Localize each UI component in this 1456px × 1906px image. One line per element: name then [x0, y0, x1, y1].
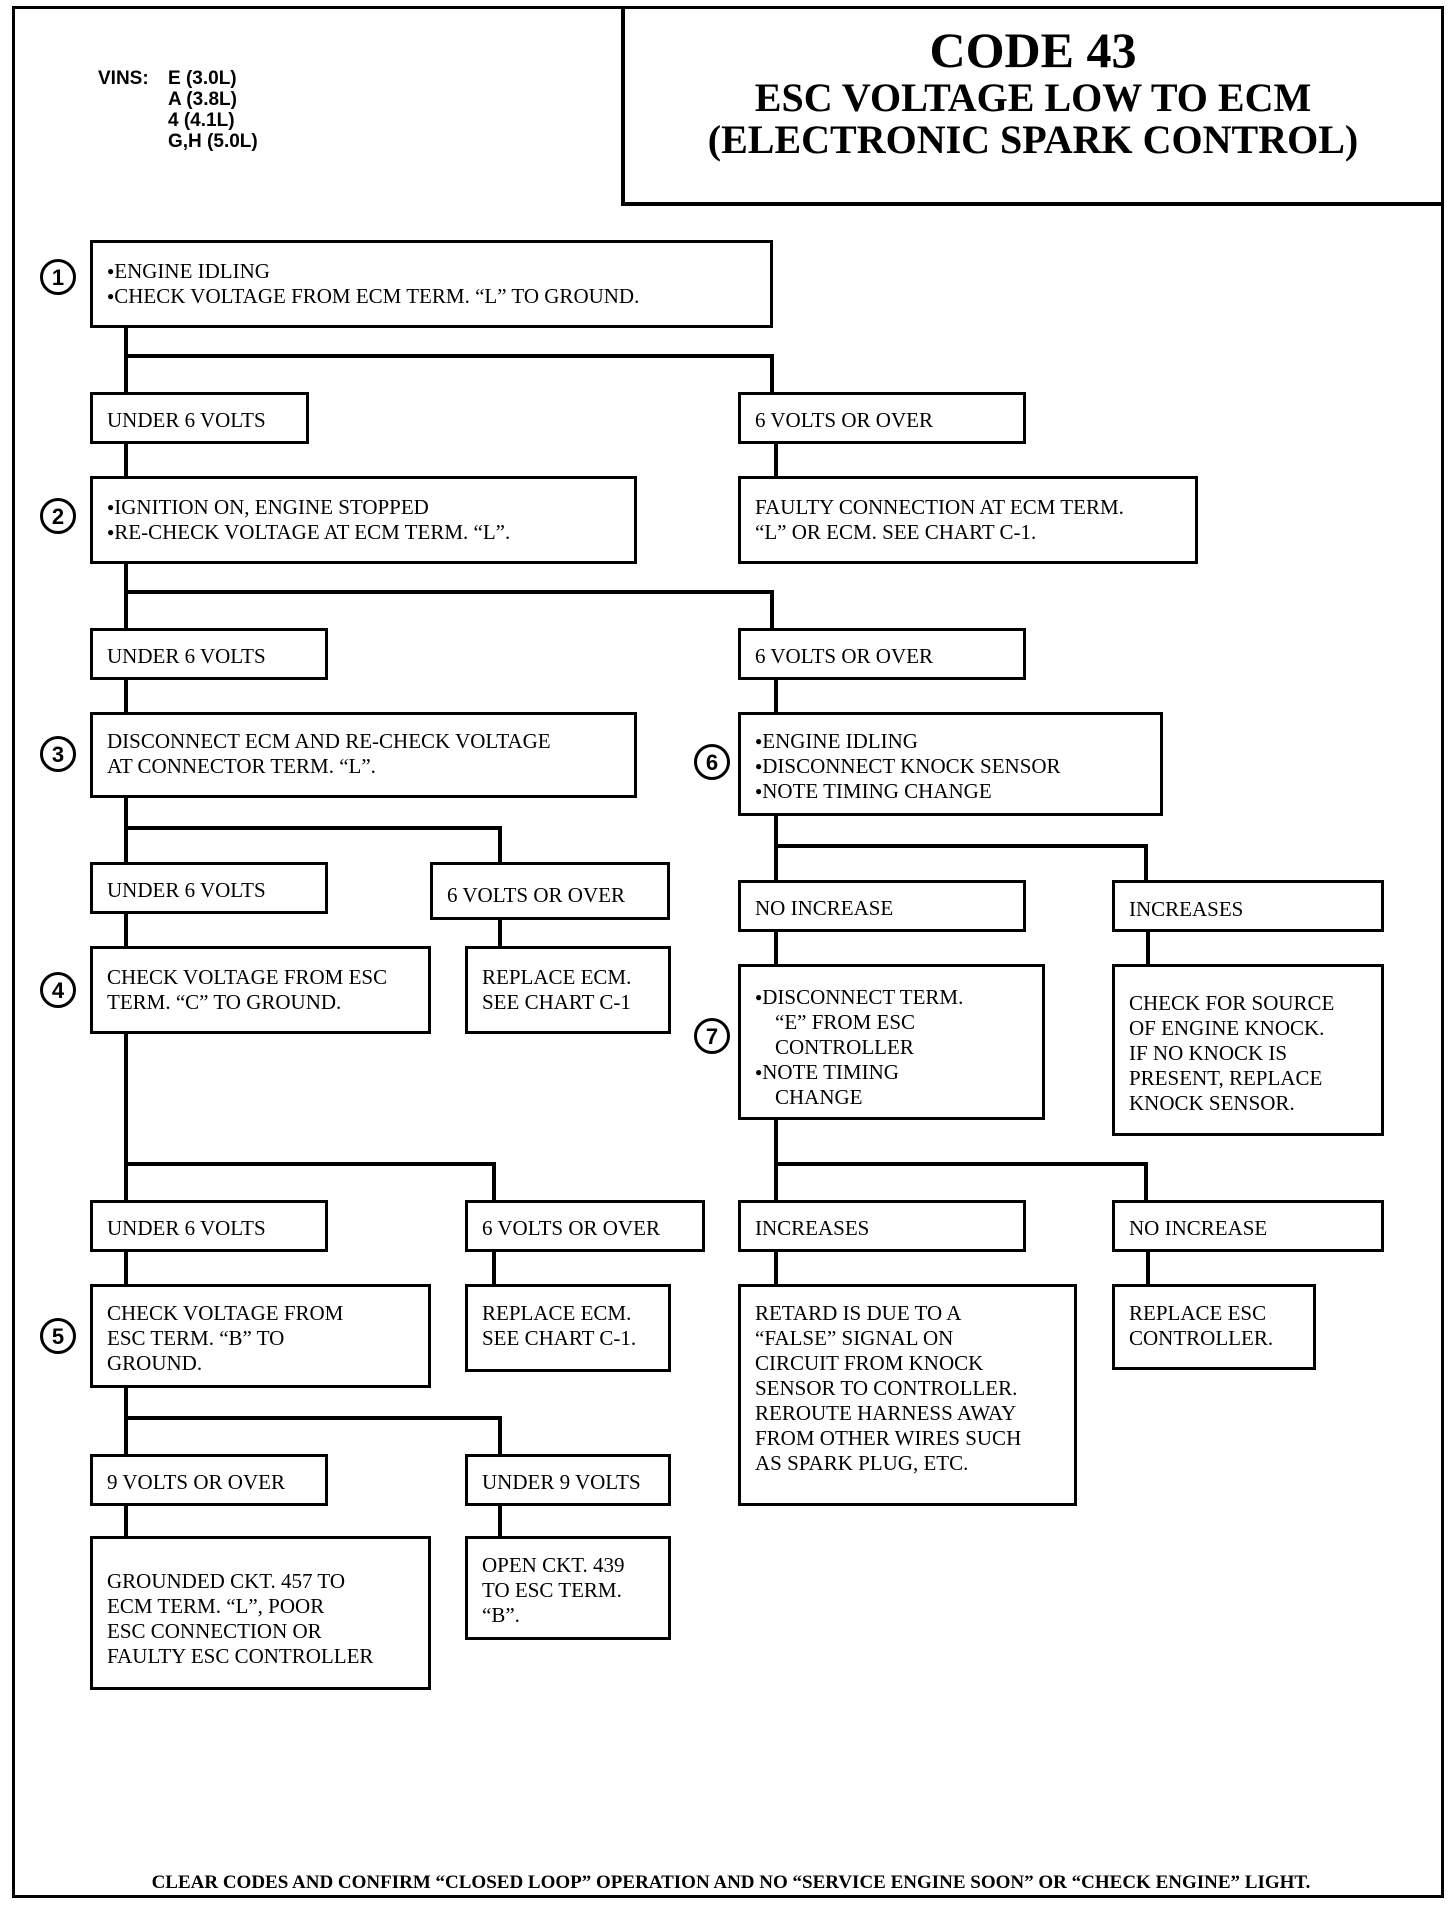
step-3-text: DISCONNECT ECM AND RE-CHECK VOLTAGE [107, 729, 551, 753]
result-text: ESC CONNECTION OR [107, 1619, 322, 1643]
step-7-text: “E” FROM ESC [775, 1010, 916, 1034]
branch-6-volts-or-over: 6 VOLTS OR OVER [430, 862, 670, 920]
result-text: “FALSE” SIGNAL ON [755, 1326, 954, 1350]
result-text: SENSOR TO CONTROLLER. [755, 1376, 1018, 1400]
step-6-text: ENGINE IDLING [755, 729, 1146, 754]
step-number-7: 7 [694, 1018, 730, 1054]
result-replace-ecm: REPLACE ECM. SEE CHART C-1 [465, 946, 671, 1034]
result-retard-false-signal: RETARD IS DUE TO A “FALSE” SIGNAL ON CIR… [738, 1284, 1077, 1506]
step-number-3: 3 [40, 736, 76, 772]
result-replace-esc-controller: REPLACE ESC CONTROLLER. [1112, 1284, 1316, 1370]
step-5-text: ESC TERM. “B” TO [107, 1326, 285, 1350]
step-2-text: IGNITION ON, ENGINE STOPPED [107, 495, 620, 520]
branch-no-increase: NO INCREASE [738, 880, 1026, 932]
result-text: CHECK FOR SOURCE [1129, 991, 1335, 1015]
step-1-box: ENGINE IDLING CHECK VOLTAGE FROM ECM TER… [90, 240, 773, 328]
result-text: RETARD IS DUE TO A [755, 1301, 962, 1325]
result-text: REPLACE ESC [1129, 1301, 1267, 1325]
step-4-text: TERM. “C” TO GROUND. [107, 990, 342, 1014]
result-text: CONTROLLER. [1129, 1326, 1274, 1350]
result-text: REPLACE ECM. [482, 1301, 632, 1325]
result-text: “B”. [482, 1603, 520, 1627]
result-text: CIRCUIT FROM KNOCK [755, 1351, 984, 1375]
step-4-box: CHECK VOLTAGE FROM ESC TERM. “C” TO GROU… [90, 946, 431, 1034]
result-text: REROUTE HARNESS AWAY [755, 1401, 1017, 1425]
vin-entry: E (3.0L) [168, 68, 237, 89]
result-text: “L” OR ECM. SEE CHART C-1. [755, 520, 1037, 544]
step-number-4: 4 [40, 972, 76, 1008]
step-2-text: RE-CHECK VOLTAGE AT ECM TERM. “L”. [107, 520, 620, 545]
step-7-box: DISCONNECT TERM. “E” FROM ESC CONTROLLER… [738, 964, 1045, 1120]
step-2-box: IGNITION ON, ENGINE STOPPED RE-CHECK VOL… [90, 476, 637, 564]
branch-increases: INCREASES [738, 1200, 1026, 1252]
branch-6-volts-or-over: 6 VOLTS OR OVER [738, 392, 1026, 444]
result-text: KNOCK SENSOR. [1129, 1091, 1295, 1115]
footer-instruction: CLEAR CODES AND CONFIRM “CLOSED LOOP” OP… [151, 1872, 1311, 1893]
result-text: PRESENT, REPLACE [1129, 1066, 1323, 1090]
result-text: TO ESC TERM. [482, 1578, 622, 1602]
result-text: AS SPARK PLUG, ETC. [755, 1451, 969, 1475]
chart-title-box: CODE 43 ESC VOLTAGE LOW TO ECM (ELECTRON… [621, 6, 1444, 206]
chart-title-line1: ESC VOLTAGE LOW TO ECM [754, 75, 1312, 120]
vin-entry: 4 (4.1L) [168, 110, 235, 131]
step-number-6: 6 [694, 744, 730, 780]
step-6-text: DISCONNECT KNOCK SENSOR [755, 754, 1146, 779]
branch-under-9-volts: UNDER 9 VOLTS [465, 1454, 671, 1506]
result-text: IF NO KNOCK IS [1129, 1041, 1288, 1065]
chart-title-line2: (ELECTRONIC SPARK CONTROL) [707, 117, 1359, 162]
vin-list: VINS: E (3.0L) A (3.8L) 4 (4.1L) G,H (5.0… [98, 68, 258, 152]
result-text: SEE CHART C-1. [482, 1326, 637, 1350]
vins-label: VINS: [98, 68, 149, 89]
branch-9-volts-or-over: 9 VOLTS OR OVER [90, 1454, 328, 1506]
step-7-text: DISCONNECT TERM. [755, 985, 1028, 1010]
step-number-2: 2 [40, 498, 76, 534]
step-3-text: AT CONNECTOR TERM. “L”. [107, 754, 376, 778]
step-6-text: NOTE TIMING CHANGE [755, 779, 1146, 804]
branch-increases: INCREASES [1112, 880, 1384, 932]
result-text: GROUNDED CKT. 457 TO [107, 1569, 346, 1593]
step-3-box: DISCONNECT ECM AND RE-CHECK VOLTAGE AT C… [90, 712, 637, 798]
result-text: ECM TERM. “L”, POOR [107, 1594, 325, 1618]
step-4-text: CHECK VOLTAGE FROM ESC [107, 965, 388, 989]
result-faulty-connection: FAULTY CONNECTION AT ECM TERM. “L” OR EC… [738, 476, 1198, 564]
result-text: SEE CHART C-1 [482, 990, 631, 1014]
step-7-text: CONTROLLER [775, 1035, 914, 1059]
result-grounded-circuit: GROUNDED CKT. 457 TO ECM TERM. “L”, POOR… [90, 1536, 431, 1690]
branch-under-6-volts: UNDER 6 VOLTS [90, 628, 328, 680]
result-replace-ecm: REPLACE ECM. SEE CHART C-1. [465, 1284, 671, 1372]
step-1-text: ENGINE IDLING [107, 259, 756, 284]
step-number-5: 5 [40, 1318, 76, 1354]
step-6-box: ENGINE IDLING DISCONNECT KNOCK SENSOR NO… [738, 712, 1163, 816]
branch-under-6-volts: UNDER 6 VOLTS [90, 1200, 328, 1252]
result-check-knock-source: CHECK FOR SOURCE OF ENGINE KNOCK. IF NO … [1112, 964, 1384, 1136]
branch-6-volts-or-over: 6 VOLTS OR OVER [465, 1200, 705, 1252]
result-text: FROM OTHER WIRES SUCH [755, 1426, 1022, 1450]
branch-under-6-volts: UNDER 6 VOLTS [90, 392, 309, 444]
vin-entry: G,H (5.0L) [168, 131, 258, 152]
vin-entry: A (3.8L) [168, 89, 237, 110]
result-open-circuit: OPEN CKT. 439 TO ESC TERM. “B”. [465, 1536, 671, 1640]
step-7-text: CHANGE [775, 1085, 863, 1109]
step-1-text: CHECK VOLTAGE FROM ECM TERM. “L” TO GROU… [107, 284, 756, 309]
result-text: FAULTY CONNECTION AT ECM TERM. [755, 495, 1124, 519]
step-5-text: CHECK VOLTAGE FROM [107, 1301, 344, 1325]
result-text: FAULTY ESC CONTROLLER [107, 1644, 374, 1668]
branch-under-6-volts: UNDER 6 VOLTS [90, 862, 328, 914]
result-text: OPEN CKT. 439 [482, 1553, 625, 1577]
step-5-box: CHECK VOLTAGE FROM ESC TERM. “B” TO GROU… [90, 1284, 431, 1388]
result-text: REPLACE ECM. [482, 965, 632, 989]
step-5-text: GROUND. [107, 1351, 203, 1375]
branch-no-increase: NO INCREASE [1112, 1200, 1384, 1252]
step-number-1: 1 [40, 259, 76, 295]
result-text: OF ENGINE KNOCK. [1129, 1016, 1325, 1040]
branch-6-volts-or-over: 6 VOLTS OR OVER [738, 628, 1026, 680]
step-7-text: NOTE TIMING [755, 1060, 1028, 1085]
chart-code: CODE 43 [929, 22, 1137, 78]
